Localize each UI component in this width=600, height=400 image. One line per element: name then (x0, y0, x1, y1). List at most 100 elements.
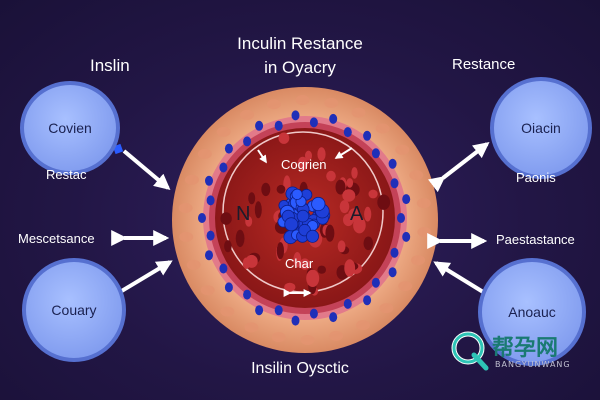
right-label-middle: Paestastance (496, 232, 575, 247)
center-top-label: Cogrien (281, 157, 327, 172)
center-right-letter: A (350, 203, 364, 225)
circle-bottom-left: Couary (22, 258, 126, 362)
cytoplasm-particle (254, 201, 262, 219)
receptor-dot (198, 213, 206, 223)
ring-cell (351, 107, 366, 118)
cytoplasm-particle (337, 240, 346, 253)
watermark-main-text: 帮孕网 (492, 336, 559, 361)
arrow-top-right (427, 142, 490, 193)
receptor-dot (309, 117, 318, 128)
ring-cell (416, 198, 431, 209)
ring-cell (379, 303, 394, 314)
center-left-letter: N (236, 203, 251, 225)
circle-bottom-left-label: Couary (51, 302, 97, 318)
ring-cell (417, 227, 432, 237)
receptor-dot (219, 263, 228, 274)
ring-cell (271, 332, 286, 343)
cytoplasm-particle (339, 200, 350, 214)
nucleus-granule (311, 196, 326, 212)
nucleus-granule (296, 209, 310, 223)
receptor-dot (206, 230, 215, 241)
cytoplasm-particle (344, 259, 356, 277)
ring-cell (178, 203, 193, 213)
circle-top-right-label: Oiacin (521, 120, 561, 136)
watermark-sub-text: BANGYUNWANG (495, 360, 571, 369)
ring-cell (240, 109, 254, 120)
receptor-dot (390, 247, 399, 258)
receptor-dot (205, 250, 213, 261)
ring-cell (179, 231, 194, 242)
right-label-upper: Paonis (516, 170, 556, 185)
membrane-receptor-dots (178, 95, 432, 345)
circle-bottom-right-label: Anoauc (508, 304, 556, 320)
receptor-dot (329, 312, 338, 323)
ring-cell (329, 330, 344, 341)
receptor-dot (402, 231, 411, 242)
cytoplasm-particle (245, 216, 253, 227)
bottom-caption: Insilin Oysctic (251, 360, 349, 377)
receptor-dot (224, 282, 233, 293)
receptor-dot (343, 298, 352, 309)
cytoplasm-particle (326, 170, 336, 182)
ring-cell (409, 170, 424, 181)
cytoplasm-particle (293, 252, 302, 268)
ring-cell (200, 285, 215, 296)
cytoplasm-particle (299, 258, 310, 270)
left-label-upper: Restac (46, 167, 87, 182)
title-line-1: Inculin Restance (237, 34, 363, 53)
top-left-heading: Inslin (90, 56, 130, 75)
cytoplasm-particle (368, 189, 378, 199)
ring-cell (398, 281, 413, 292)
receptor-dot (371, 277, 380, 288)
receptor-dot (291, 110, 300, 121)
ring-cell (266, 99, 281, 110)
circle-bottom-right: Anoauc (478, 258, 586, 366)
cytoplasm-particle (235, 229, 245, 248)
receptor-dot (291, 315, 300, 326)
top-right-heading: Restance (452, 56, 516, 73)
ring-cell (216, 126, 231, 137)
cytoplasm-particle (278, 132, 290, 144)
cytoplasm-particle (284, 282, 296, 292)
ring-cell (324, 97, 339, 108)
cytoplasm-particle (363, 236, 374, 251)
cytoplasm-particle (377, 194, 391, 210)
cytoplasm-particle (342, 189, 356, 202)
cytoplasm-particle (364, 206, 372, 222)
nucleus-granule (305, 229, 319, 243)
receptor-dot (255, 120, 264, 131)
cytoplasm-particle (317, 265, 327, 274)
cytoplasm-particle (346, 178, 354, 188)
cytoplasm-particle (353, 217, 366, 234)
receptor-dot (255, 305, 264, 316)
center-bottom-label: Char (285, 256, 314, 271)
receptor-dot (205, 175, 213, 186)
receptor-dot (388, 267, 397, 278)
cytoplasm-particle (220, 212, 232, 225)
cytoplasm-particle (325, 224, 335, 242)
receptor-dot (363, 130, 372, 141)
arrow-bottom-left (118, 260, 173, 294)
receptor-dot (371, 148, 380, 159)
cytoplasm-particle (248, 192, 256, 205)
ring-cell (244, 322, 259, 333)
receptor-dot (363, 295, 372, 306)
arrow-inner-left (257, 149, 267, 164)
receptor-dot (309, 308, 318, 319)
left-label-middle: Mescetsance (18, 231, 95, 246)
ring-cell (395, 144, 410, 155)
circle-top-right: Oiacin (490, 77, 592, 179)
receptor-dot (388, 158, 397, 169)
ring-cell (300, 335, 315, 345)
circle-top-left-label: Covien (48, 120, 92, 136)
ring-cell (375, 123, 390, 134)
arrow-top-left (122, 149, 171, 191)
cytoplasm-particle (305, 150, 312, 161)
ring-cell (411, 255, 426, 266)
arrow-bottom-right (433, 261, 490, 297)
receptor-dot (397, 213, 405, 223)
ring-cell (184, 174, 199, 185)
circle-top-left: Covien (20, 81, 120, 175)
cytoplasm-particle (242, 257, 251, 269)
